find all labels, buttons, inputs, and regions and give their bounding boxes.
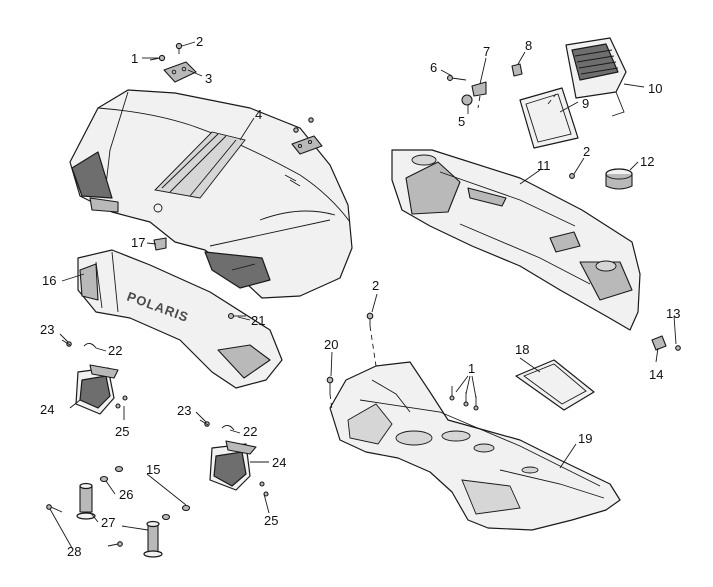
callout-13: 13 (666, 306, 680, 321)
callout-22: 22 (108, 343, 122, 358)
callout-28: 28 (67, 544, 81, 559)
clip-17 (153, 237, 167, 251)
callout-3: 3 (205, 71, 212, 86)
callout-7: 7 (483, 44, 490, 59)
callout-1: 1 (131, 51, 138, 66)
callout-21: 21 (251, 313, 265, 328)
headlight-hardware (61, 339, 269, 497)
floor-screws (449, 386, 479, 411)
hood-hinge (163, 61, 323, 155)
storage-seal (519, 87, 579, 149)
dashed-guides (329, 93, 557, 411)
callout-11: 11 (537, 158, 551, 173)
callout-25b: 25 (264, 513, 278, 528)
callout-16: 16 (42, 273, 56, 288)
callout-2c: 2 (372, 278, 379, 293)
storage-lid (565, 37, 627, 117)
fuel-cap (605, 168, 633, 190)
screw-21 (227, 312, 246, 320)
access-panel (515, 359, 595, 411)
callout-8: 8 (525, 38, 532, 53)
callout-9: 9 (582, 96, 589, 111)
callout-18: 18 (515, 342, 529, 357)
callout-6: 6 (430, 60, 437, 75)
floor-skid (329, 361, 621, 531)
callout-22b: 22 (243, 424, 257, 439)
callout-23b: 23 (177, 403, 191, 418)
mount-hardware (46, 465, 191, 558)
callout-4: 4 (255, 107, 262, 122)
callout-15: 15 (146, 462, 160, 477)
callout-20: 20 (324, 337, 338, 352)
callout-2b: 2 (583, 144, 590, 159)
bolt-2c (366, 312, 374, 326)
bolt-20 (326, 376, 334, 394)
callout-2: 2 (196, 34, 203, 49)
front-fascia: POLARIS (77, 249, 283, 389)
hood-assembly (69, 89, 353, 299)
callout-23: 23 (40, 322, 54, 337)
latch-parts (446, 63, 523, 106)
front-cover (391, 149, 641, 331)
screw-2b (569, 173, 575, 179)
headlight-right (209, 440, 257, 491)
callout-12: 12 (640, 154, 654, 169)
callout-17: 17 (131, 235, 145, 250)
callout-26: 26 (119, 487, 133, 502)
callout-24: 24 (40, 402, 54, 417)
callout-19: 19 (578, 431, 592, 446)
leader-lines (49, 41, 677, 549)
callout-5: 5 (458, 114, 465, 129)
callout-14: 14 (649, 367, 663, 382)
callout-10: 10 (648, 81, 662, 96)
callout-labels: 1 2 3 4 5 6 7 8 9 10 11 2 12 13 14 16 17… (40, 34, 680, 559)
headlight-left (75, 364, 119, 415)
callout-24b: 24 (272, 455, 286, 470)
callout-25: 25 (115, 424, 129, 439)
callout-27: 27 (101, 515, 115, 530)
callout-1b: 1 (468, 361, 475, 376)
hinge-screws (149, 42, 314, 133)
fasteners-13-14 (651, 335, 681, 351)
